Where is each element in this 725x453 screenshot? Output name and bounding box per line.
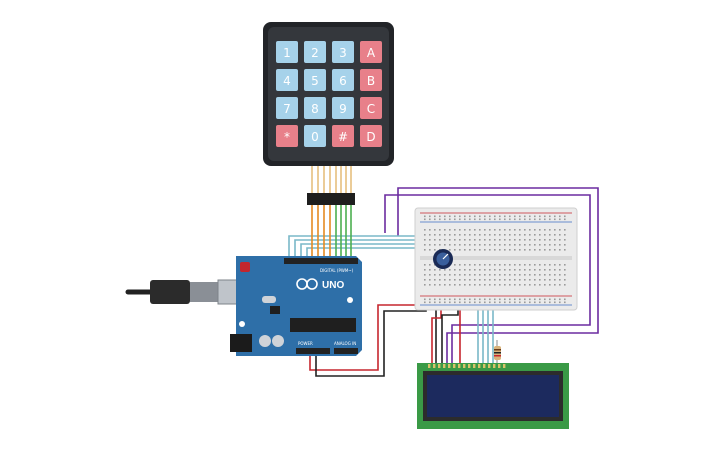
mount-hole-1 — [239, 321, 245, 327]
keypad-key[interactable]: # — [332, 125, 354, 147]
mount-hole-2 — [347, 297, 353, 303]
keypad-key-label: 0 — [311, 130, 319, 144]
keypad-key-label: A — [367, 46, 376, 60]
lcd-pins — [428, 364, 506, 368]
usb-plug-metal — [190, 282, 218, 302]
reset-button[interactable] — [240, 262, 250, 272]
atmega-chip — [290, 318, 356, 332]
keypad-connector — [307, 193, 355, 205]
keypad-key-label: D — [366, 130, 375, 144]
usb-cable — [125, 279, 247, 305]
analog-header — [334, 348, 358, 354]
keypad-key-label: * — [284, 130, 290, 144]
keypad-key-label: 1 — [283, 46, 291, 60]
keypad-key-label: 9 — [339, 102, 347, 116]
keypad-key[interactable]: A — [360, 41, 382, 63]
keypad-face — [268, 27, 389, 161]
lcd-display[interactable] — [417, 363, 569, 429]
keypad-key-label: 7 — [283, 102, 291, 116]
keypad-key[interactable]: * — [276, 125, 298, 147]
keypad-key-label: 6 — [339, 74, 347, 88]
power-jack[interactable] — [230, 334, 252, 352]
keypad-key[interactable]: 3 — [332, 41, 354, 63]
keypad-keys: 1 2 3 A 4 5 6 B 7 8 9 C * 0 # D — [276, 41, 382, 147]
infinity-logo — [296, 278, 318, 290]
keypad-key[interactable]: 6 — [332, 69, 354, 91]
wire-purple-2[interactable] — [397, 187, 599, 363]
digital-label: DIGITAL (PWM~) — [320, 268, 354, 273]
keypad-key[interactable]: B — [360, 69, 382, 91]
small-chip — [270, 306, 280, 314]
keypad-key[interactable]: 7 — [276, 97, 298, 119]
keypad-key[interactable]: 8 — [304, 97, 326, 119]
keypad-key[interactable]: 0 — [304, 125, 326, 147]
keypad-key[interactable]: D — [360, 125, 382, 147]
keypad-key-label: 8 — [311, 102, 319, 116]
potentiometer[interactable] — [433, 249, 453, 269]
capacitor-1 — [259, 335, 271, 347]
crystal — [262, 296, 276, 303]
keypad-key[interactable]: 4 — [276, 69, 298, 91]
keypad: 1 2 3 A 4 5 6 B 7 8 9 C * 0 # D — [263, 22, 394, 205]
keypad-key-label: B — [367, 74, 375, 88]
keypad-key[interactable]: 5 — [304, 69, 326, 91]
digital-header — [284, 258, 358, 264]
breadboard[interactable] — [414, 207, 578, 311]
breadboard-holes — [424, 215, 566, 304]
wire-teal-2[interactable] — [294, 239, 432, 262]
wire-purple-1[interactable] — [384, 194, 591, 363]
keypad-key-label: 2 — [311, 46, 319, 60]
center-channel — [420, 256, 572, 260]
keypad-key-label: 4 — [283, 74, 291, 88]
lcd-screen — [427, 375, 559, 417]
keypad-key[interactable]: C — [360, 97, 382, 119]
usb-plug[interactable] — [150, 280, 190, 304]
power-label: POWER — [298, 341, 313, 346]
uno-label: UNO — [322, 280, 344, 291]
keypad-key[interactable]: 2 — [304, 41, 326, 63]
keypad-key-label: 3 — [339, 46, 347, 60]
capacitor-2 — [272, 335, 284, 347]
keypad-key[interactable]: 1 — [276, 41, 298, 63]
analog-label: ANALOG IN — [334, 341, 356, 346]
keypad-key-label: C — [367, 102, 375, 116]
keypad-ribbon — [311, 166, 352, 193]
potentiometer-indicator — [442, 253, 449, 260]
arduino-uno[interactable]: DIGITAL (PWM~) UNO POWER ANALOG IN — [230, 256, 362, 356]
wire-teal-1[interactable] — [288, 235, 432, 262]
resistor[interactable] — [494, 340, 501, 365]
keypad-key-label: # — [338, 130, 348, 144]
keypad-key[interactable]: 9 — [332, 97, 354, 119]
power-header — [296, 348, 330, 354]
keypad-key-label: 5 — [311, 74, 319, 88]
